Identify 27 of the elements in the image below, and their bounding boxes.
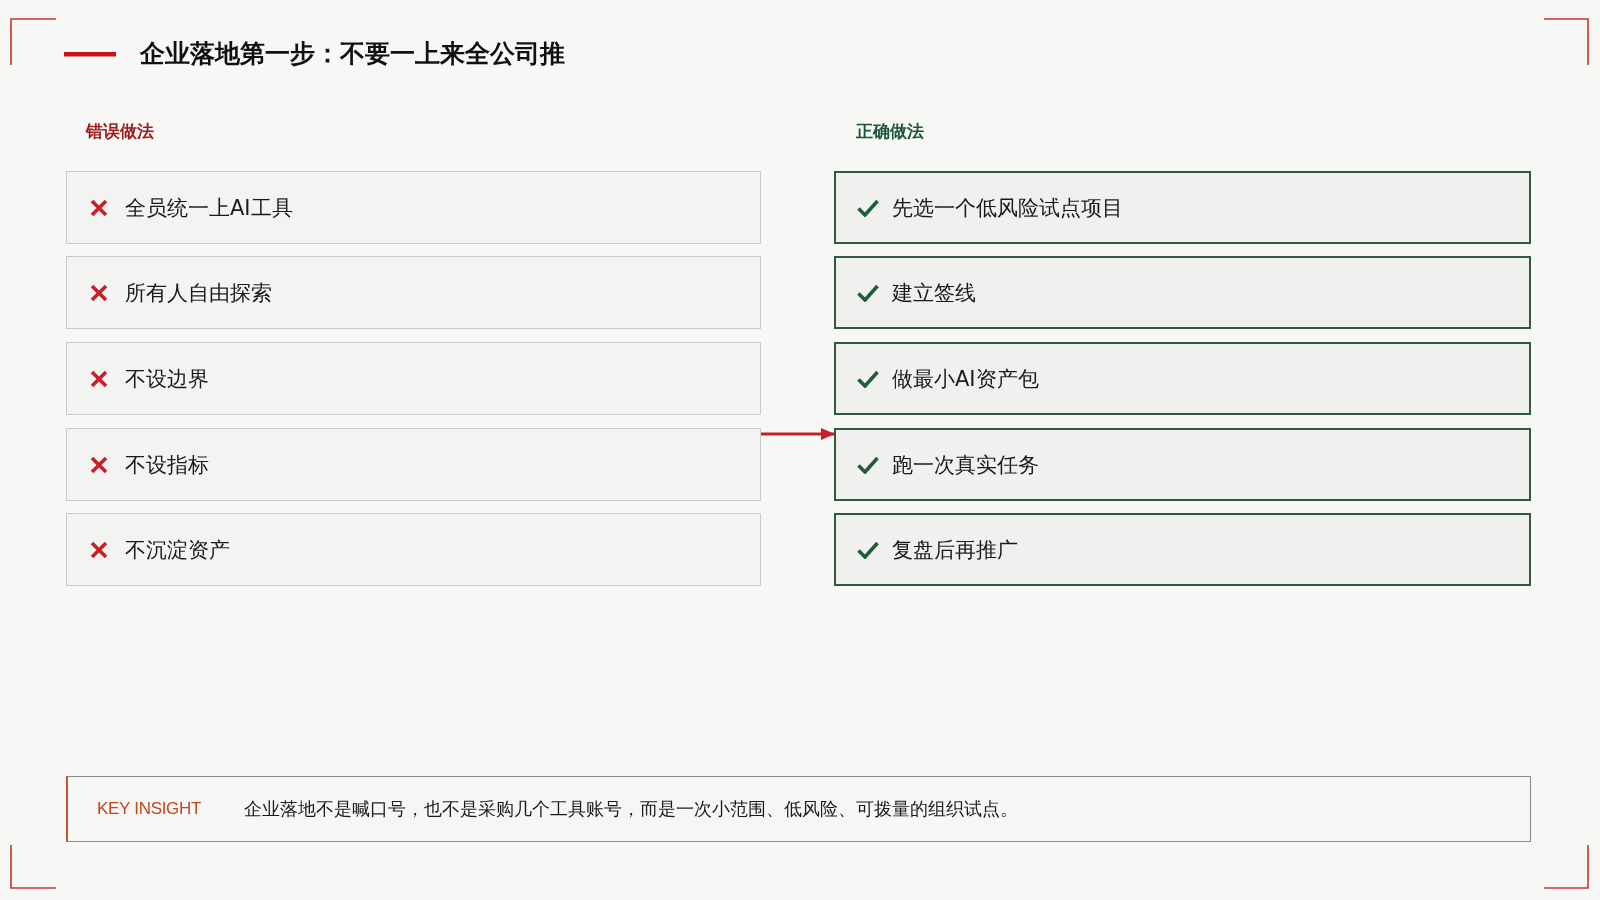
list-item-box [834,428,1531,501]
insight-box [66,776,1531,842]
item-text: 复盘后再推广 [892,536,1018,563]
list-item-box [66,256,761,329]
insight-heading: KEY INSIGHT [97,799,202,819]
arrow [761,428,835,440]
column-heading: 正确做法 [856,120,924,142]
item-text: 跑一次真实任务 [892,451,1039,478]
item-text: 不设边界 [125,365,209,392]
item-text: 做最小AI资产包 [892,365,1039,392]
item-text: 建立签线 [892,279,976,306]
page-title: 企业落地第一步：不要一上来全公司推 [140,38,565,70]
list-item-box [834,513,1531,586]
list-item-box [66,428,761,501]
item-text: 先选一个低风险试点项目 [892,194,1123,221]
list-item-box [66,342,761,415]
list-item-box [834,256,1531,329]
list-item-box [66,513,761,586]
list-item-box [66,171,761,244]
item-text: 全员统一上AI工具 [125,194,293,221]
item-text: 不设指标 [125,451,209,478]
insight-text: 企业落地不是喊口号，也不是采购几个工具账号，而是一次小范围、低风险、可拨量的组织试点。 [244,798,1018,821]
list-item-box [834,342,1531,415]
list-item-box [834,171,1531,244]
item-text: 所有人自由探索 [125,279,272,306]
item-text: 不沉淀资产 [125,536,230,563]
column-heading: 错误做法 [86,120,154,142]
